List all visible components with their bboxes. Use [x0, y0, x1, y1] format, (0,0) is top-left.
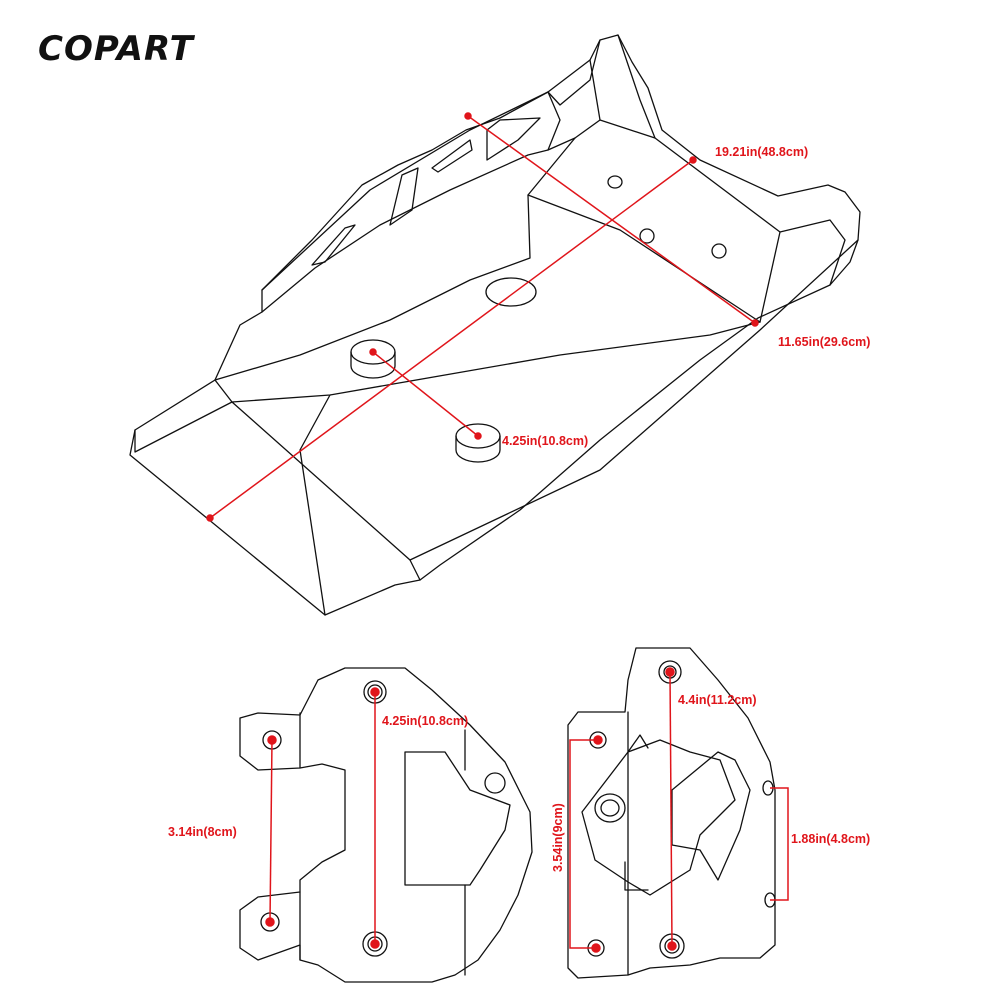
dimension-point [265, 917, 275, 927]
dimension-point [474, 432, 482, 440]
dimension-point [370, 939, 380, 949]
dimension-point [464, 112, 472, 120]
dimension-point [370, 687, 380, 697]
dimension-point [369, 348, 377, 356]
dimension-bracket-right-side [770, 787, 789, 901]
dimension-point [267, 735, 277, 745]
dimension-line-length [209, 159, 694, 519]
label-left-hole-spacing: 4.25in(10.8cm) [382, 714, 468, 728]
dimension-line-mount [372, 351, 479, 437]
label-right-hole-spacing: 4.4in(11.2cm) [678, 693, 757, 707]
label-right-tab-spacing: 3.54in(9cm) [551, 803, 565, 872]
label-left-tab-spacing: 3.14in(8cm) [168, 825, 237, 839]
dimension-point [689, 156, 697, 164]
dimension-point [591, 943, 601, 953]
dimension-point [665, 667, 675, 677]
brand-logo: COPART [38, 29, 196, 69]
dimension-bracket-right-tabs [569, 739, 598, 949]
dimension-line-width [467, 115, 756, 324]
label-skid-mount-spacing: 4.25in(10.8cm) [502, 434, 588, 448]
label-right-side-spacing: 1.88in(4.8cm) [791, 832, 870, 846]
dimension-point [206, 514, 214, 522]
dimension-line-left-tabs [269, 739, 273, 923]
right-bracket-drawing [567, 647, 776, 979]
dimension-line-right-holes [669, 671, 673, 947]
label-skid-width: 11.65in(29.6cm) [778, 335, 870, 349]
dimension-point [751, 319, 759, 327]
skid-plate-drawing [129, 34, 861, 616]
dimension-point [667, 941, 677, 951]
dimension-point [593, 735, 603, 745]
label-skid-length: 19.21in(48.8cm) [715, 145, 808, 159]
